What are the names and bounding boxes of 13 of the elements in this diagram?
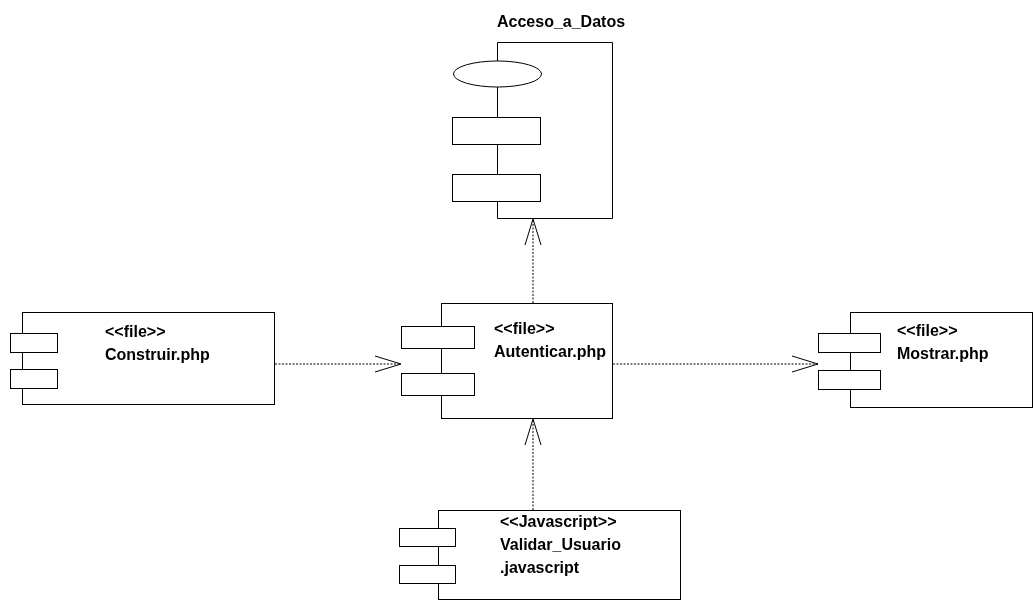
- stereotype-label: <<file>>: [494, 319, 555, 339]
- stereotype-label: <<file>>: [105, 322, 166, 342]
- component-name: Construir.php: [105, 345, 210, 365]
- dependency-arrow: [274, 355, 402, 373]
- stereotype-label: <<file>>: [897, 321, 958, 341]
- component-name: Validar_Usuario .javascript: [500, 535, 622, 578]
- dependency-arrow: [524, 218, 542, 304]
- subsystem-name: Acceso_a_Datos: [497, 12, 626, 32]
- dependency-arrow: [612, 355, 819, 373]
- dependency-arrow: [524, 418, 542, 511]
- stereotype-label: <<Javascript>>: [500, 512, 617, 532]
- component-name: Autenticar.php: [494, 342, 606, 362]
- component-name: Mostrar.php: [897, 344, 989, 364]
